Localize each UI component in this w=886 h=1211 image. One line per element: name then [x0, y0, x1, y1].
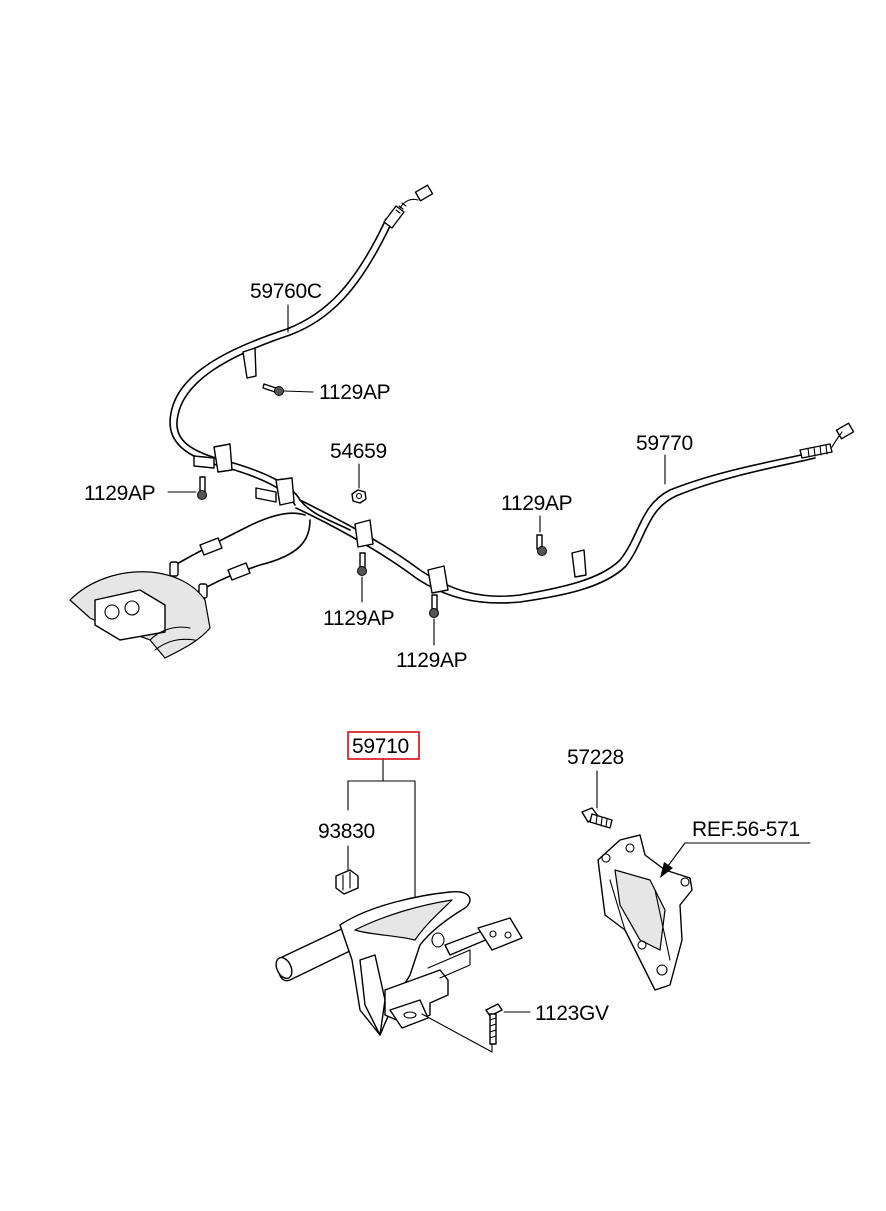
- highlight-box-59710: [347, 731, 420, 760]
- clip-93830: [335, 869, 359, 895]
- label-1129ap-right: 1129AP: [501, 492, 572, 515]
- leader-59710: [347, 759, 416, 901]
- label-1123gv: 1123GV: [535, 1002, 609, 1025]
- label-1129ap-mid2: 1129AP: [396, 649, 467, 672]
- cable-assembly-left: [169, 184, 434, 531]
- bolt-1123gv: [421, 1003, 531, 1053]
- bolt-1129ap-mid2: [429, 594, 439, 646]
- bolt-1129ap-mid: [357, 552, 367, 603]
- leader-ref-56-571: [660, 842, 811, 878]
- bolt-1129ap-right: [536, 515, 547, 556]
- mounting-bracket: [597, 834, 693, 991]
- bolt-1129ap-left: [167, 476, 207, 500]
- label-59710: 59710: [352, 735, 409, 758]
- label-1129ap-left: 1129AP: [84, 482, 155, 505]
- bolt-1129ap-top: [262, 383, 314, 396]
- label-1129ap-top: 1129AP: [319, 381, 390, 404]
- cable-assembly-right: [295, 422, 855, 604]
- label-1129ap-mid: 1129AP: [323, 607, 394, 630]
- label-59760c: 59760C: [250, 280, 322, 303]
- label-59770: 59770: [636, 432, 693, 455]
- nut-54659: [351, 463, 367, 504]
- label-93830: 93830: [318, 820, 375, 843]
- label-ref-56-571: REF.56-571: [692, 818, 800, 841]
- bolt-57228: [581, 807, 613, 829]
- cable-left-ends: [169, 512, 311, 599]
- label-54659: 54659: [330, 440, 387, 463]
- brake-backing-plate: [69, 571, 211, 659]
- parking-brake-lever: [275, 891, 523, 1036]
- label-57228: 57228: [567, 746, 624, 769]
